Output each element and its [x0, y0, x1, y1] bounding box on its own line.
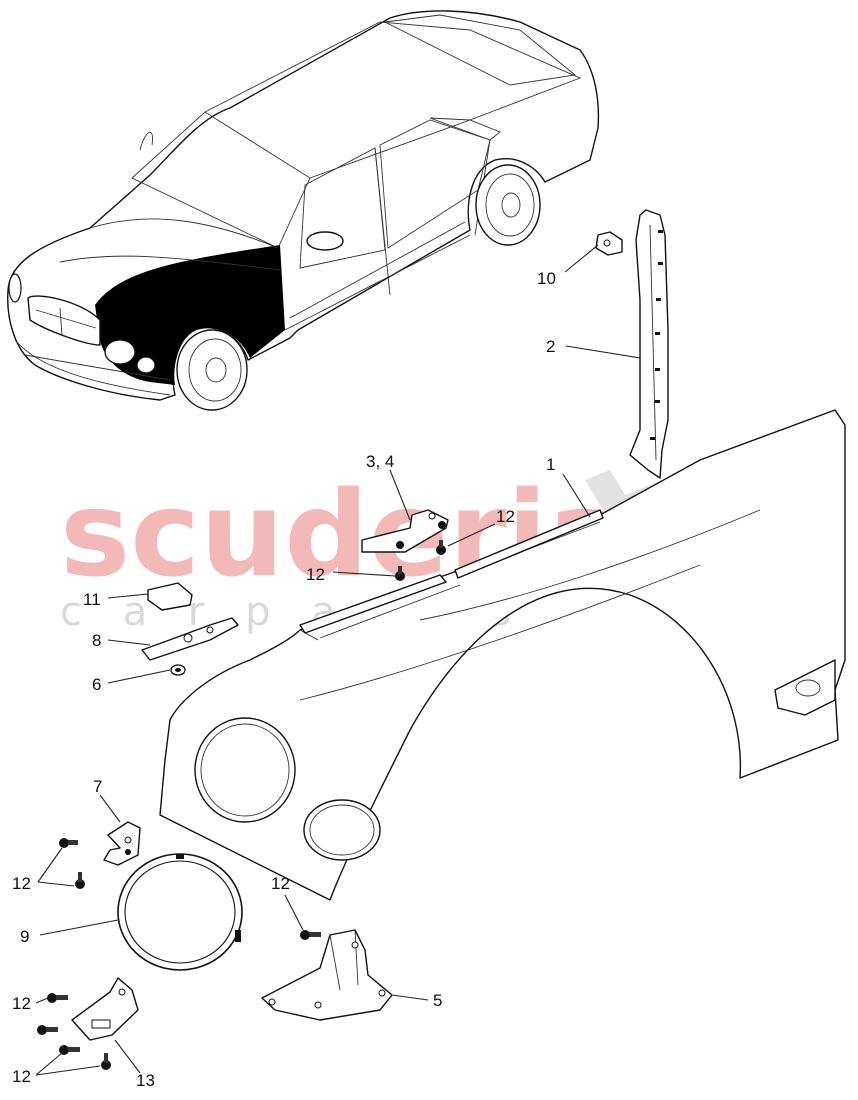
part-3-4-bracket [361, 509, 449, 553]
part-11-clip [147, 582, 193, 611]
callout-1: 1 [546, 455, 555, 474]
part-8-hinge-bracket [141, 617, 239, 661]
callout-12-f: 12 [12, 1067, 31, 1086]
callout-12-e: 12 [12, 994, 31, 1013]
part-7-bracket [103, 821, 141, 866]
callout-13: 13 [136, 1071, 155, 1090]
screw-12-group-d [37, 993, 111, 1070]
callout-7: 7 [93, 777, 102, 796]
fender-highlight [95, 245, 285, 385]
callout-labels: 1 2 3, 4 5 6 7 8 9 10 11 12 12 12 12 12 … [12, 269, 556, 1090]
callout-10: 10 [537, 269, 556, 288]
callout-9: 9 [20, 927, 29, 946]
callout-12-a: 12 [496, 507, 515, 526]
part-13-bracket [71, 977, 139, 1041]
car-illustration [7, 10, 600, 411]
screw-12-group-b [59, 838, 85, 889]
callout-12-c: 12 [12, 874, 31, 893]
part-1-fender [159, 409, 846, 901]
callout-5: 5 [433, 991, 442, 1010]
screw-12-group-a [395, 540, 446, 581]
callout-8: 8 [92, 631, 101, 650]
part-1-rail-strip [299, 509, 604, 634]
callout-12-d: 12 [271, 874, 290, 893]
callout-12-b: 12 [306, 565, 325, 584]
callout-3-4: 3, 4 [366, 452, 394, 471]
callout-6: 6 [92, 675, 101, 694]
leader-lines [35, 244, 641, 1076]
part-6-washer [170, 664, 186, 676]
part-10-bracket [595, 231, 623, 256]
callout-11: 11 [83, 590, 101, 609]
part-2-pillar-panel [629, 209, 669, 479]
callout-2: 2 [546, 337, 555, 356]
screw-12-group-c [300, 930, 321, 940]
part-9-headlamp-ring [117, 853, 243, 971]
part-5-mount-bracket [261, 929, 393, 1021]
